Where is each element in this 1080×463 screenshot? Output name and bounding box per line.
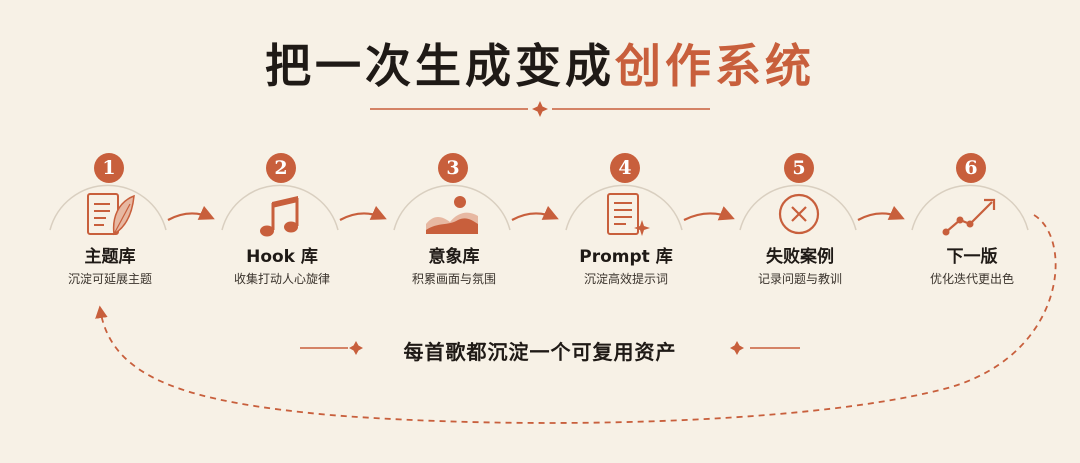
step-label: 意象库 [428,247,480,267]
title-divider [370,101,710,117]
connector-arrow [339,205,387,221]
landscape-image-icon [426,196,478,234]
step-number-badge: 3 [438,153,468,183]
step-description: 积累画面与氛围 [411,272,496,286]
step-4: 4 Prompt 库 沉淀高效提示词 [546,150,706,300]
step-label: 下一版 [946,247,998,267]
x-circle-icon [778,193,820,235]
tagline-ornament-right [730,341,800,355]
step-arcs [49,184,1029,231]
title-accent: 创作系统 [615,39,815,93]
connector-arrow [857,205,905,221]
step-5: 5 失败案例 记录问题与教训 [720,150,880,300]
step-description: 记录问题与教训 [757,272,842,286]
document-sparkle-icon [607,193,650,236]
step-3: 3 意象库 积累画面与氛围 [374,150,534,300]
step-description: 沉淀高效提示词 [583,272,668,286]
step-number-badge: 2 [266,153,296,183]
step-label: Prompt 库 [579,247,673,267]
step-description: 收集打动人心旋律 [233,272,330,286]
step-connectors [167,205,905,221]
step-6: 6 下一版 优化迭代更出色 [892,150,1052,300]
step-label: 主题库 [84,247,136,267]
music-note-icon [260,196,299,237]
connector-arrow [511,205,559,221]
notes-feather-icon [87,193,135,236]
tagline-ornament-left [300,341,363,355]
step-label: Hook 库 [246,247,318,267]
connector-arrow [167,205,215,221]
step-label: 失败案例 [766,247,834,267]
step-number-badge: 5 [784,153,814,183]
step-2: 2 Hook 库 收集打动人心旋律 [202,150,362,300]
step-description: 优化迭代更出色 [929,272,1014,286]
connector-arrow [683,206,735,221]
title-main: 把一次生成变成 [265,39,615,93]
step-number-badge: 1 [94,153,124,183]
tagline: 每首歌都沉淀一个可复用资产 [403,340,677,364]
step-description: 沉淀可延展主题 [67,272,152,286]
step-1: 1 主题库 沉淀可延展主题 [30,150,190,300]
feedback-loop-arrow [95,214,1057,424]
step-number-badge: 4 [610,153,640,183]
step-number-badge: 6 [956,153,986,183]
trend-up-icon [942,198,996,236]
page-title: 把一次生成变成创作系统 [0,30,1080,96]
